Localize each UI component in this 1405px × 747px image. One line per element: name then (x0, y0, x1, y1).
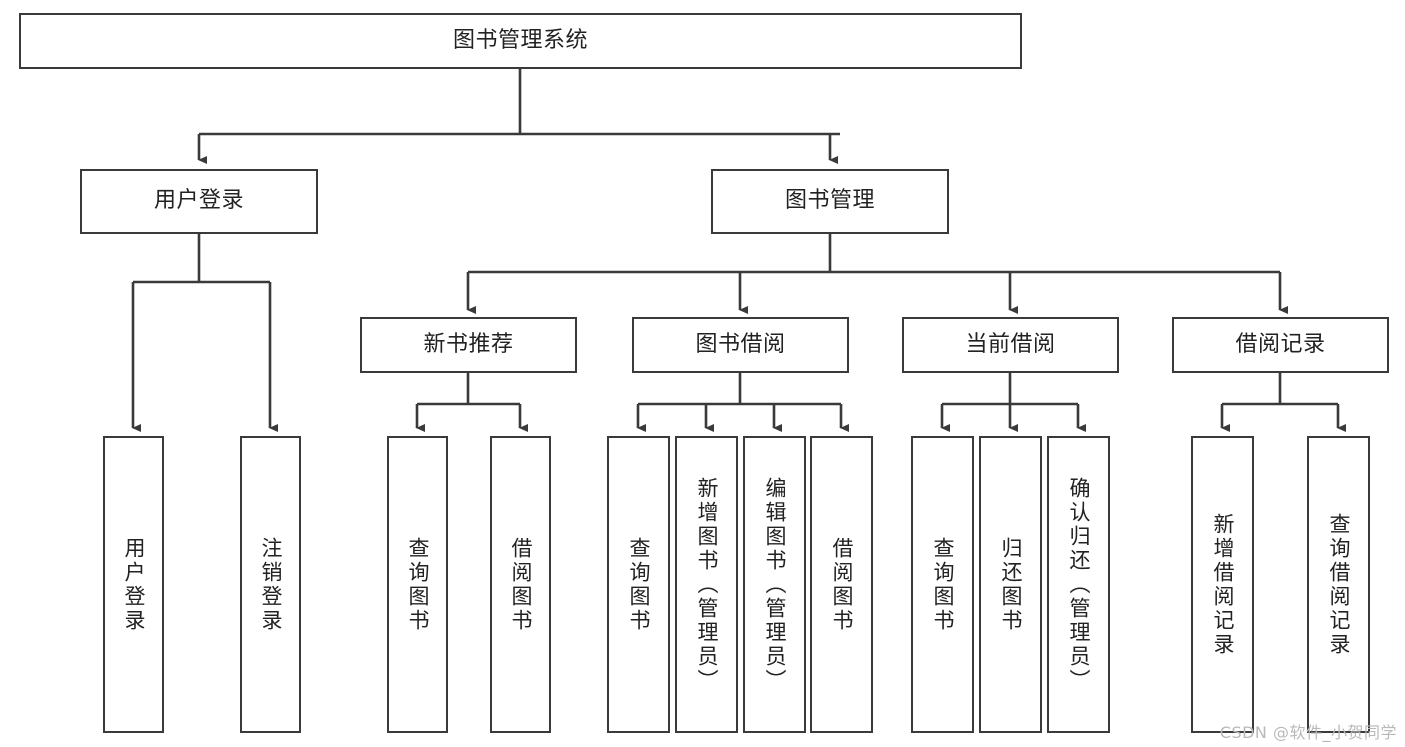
node-current-borrow[interactable]: 当前借阅 (902, 317, 1119, 373)
node-label: 注销登录 (259, 536, 283, 633)
node-label: 借阅图书 (509, 536, 533, 633)
node-label: 查询图书 (931, 536, 955, 633)
node-label: 用户登录 (153, 188, 244, 214)
node-new-book-recommend[interactable]: 新书推荐 (360, 317, 577, 373)
node-label: 新书推荐 (423, 331, 514, 357)
node-label: 图书借阅 (695, 331, 786, 357)
node-leaf-edit-book[interactable]: 编辑图书（管理员） (743, 436, 806, 733)
watermark-text: CSDN @软件_小贺同学 (1219, 723, 1397, 742)
node-leaf-logout[interactable]: 注销登录 (240, 436, 301, 733)
node-label: 当前借阅 (965, 331, 1056, 357)
node-leaf-add-book[interactable]: 新增图书（管理员） (675, 436, 738, 733)
node-label: 查询借阅记录 (1327, 512, 1351, 657)
node-user-login[interactable]: 用户登录 (80, 169, 318, 234)
node-leaf-borrow-book-1[interactable]: 借阅图书 (490, 436, 551, 733)
node-label: 新增图书（管理员） (695, 476, 719, 693)
node-leaf-confirm-return[interactable]: 确认归还（管理员） (1047, 436, 1110, 733)
node-label: 新增借阅记录 (1211, 512, 1235, 657)
node-leaf-query-book-1[interactable]: 查询图书 (387, 436, 448, 733)
node-leaf-query-book-2[interactable]: 查询图书 (607, 436, 670, 733)
node-label: 查询图书 (627, 536, 651, 633)
node-label: 借阅图书 (830, 536, 854, 633)
node-label: 确认归还（管理员） (1067, 476, 1091, 693)
node-leaf-add-record[interactable]: 新增借阅记录 (1191, 436, 1254, 733)
node-leaf-user-login[interactable]: 用户登录 (103, 436, 164, 733)
node-borrow-record[interactable]: 借阅记录 (1172, 317, 1389, 373)
node-label: 借阅记录 (1235, 331, 1326, 357)
node-leaf-borrow-book-2[interactable]: 借阅图书 (810, 436, 873, 733)
node-label: 图书管理 (784, 188, 875, 214)
node-label: 归还图书 (999, 536, 1023, 633)
node-book-borrow[interactable]: 图书借阅 (632, 317, 849, 373)
node-label: 查询图书 (406, 536, 430, 633)
node-book-management[interactable]: 图书管理 (711, 169, 949, 234)
node-label: 用户登录 (122, 536, 146, 633)
node-leaf-query-record[interactable]: 查询借阅记录 (1307, 436, 1370, 733)
node-root-title[interactable]: 图书管理系统 (19, 13, 1022, 69)
node-label: 图书管理系统 (452, 27, 588, 53)
node-leaf-query-book-3[interactable]: 查询图书 (911, 436, 974, 733)
node-label: 编辑图书（管理员） (763, 476, 787, 693)
node-leaf-return-book[interactable]: 归还图书 (979, 436, 1042, 733)
